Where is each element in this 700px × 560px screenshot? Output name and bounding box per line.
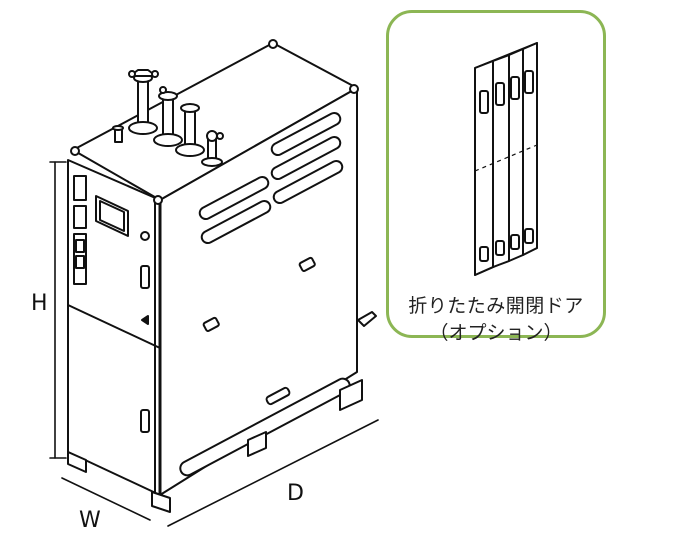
depth-label: D xyxy=(287,481,304,506)
option-subtitle: （オプション） xyxy=(429,322,563,344)
top-bolts xyxy=(70,39,359,205)
control-panel xyxy=(73,175,150,433)
width-label: W xyxy=(79,508,101,533)
option-title: 折りたたみ開閉ドア xyxy=(408,295,584,317)
folding-door-illustration xyxy=(474,42,538,276)
dimension-lines xyxy=(49,161,379,527)
side-handles xyxy=(202,256,377,332)
unit-feet xyxy=(67,379,363,513)
top-pipe-fittings xyxy=(112,69,224,167)
side-vents xyxy=(179,111,351,477)
height-label: H xyxy=(31,291,48,316)
cabinet-body xyxy=(67,42,358,497)
option-callout: 折りたたみ開閉ドア （オプション） xyxy=(386,10,606,344)
